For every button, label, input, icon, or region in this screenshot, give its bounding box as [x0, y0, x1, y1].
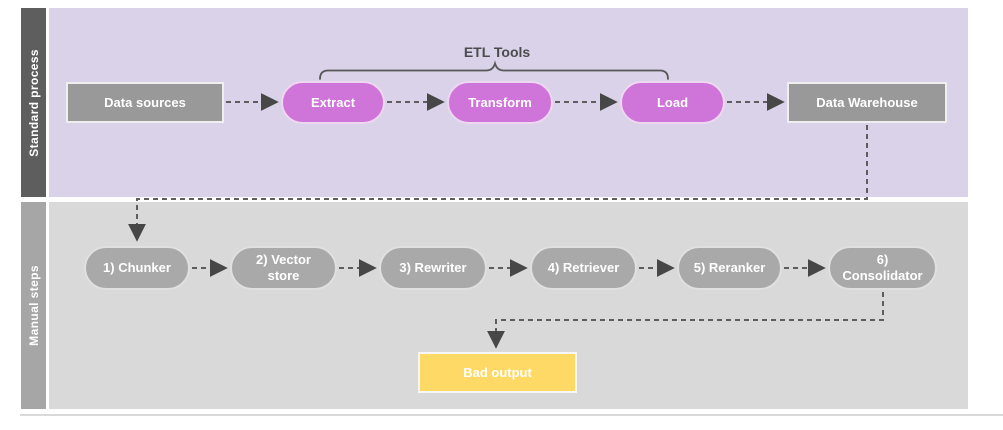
lane-label-standard-process: Standard process	[26, 48, 41, 157]
lane-header-manual-steps: Manual steps	[21, 202, 46, 409]
node-chunker-label: 1) Chunker	[103, 260, 171, 276]
node-reranker: 5) Reranker	[677, 246, 782, 290]
node-load: Load	[620, 81, 725, 124]
node-extract-label: Extract	[310, 94, 356, 110]
node-data-warehouse-label: Data Warehouse	[816, 94, 918, 110]
node-vector-store-label: 2) Vector store	[256, 252, 311, 283]
etl-tools-caption: ETL Tools	[463, 44, 531, 60]
node-retriever: 4) Retriever	[530, 246, 637, 290]
bottom-divider	[20, 414, 1003, 416]
node-transform-label: Transform	[468, 94, 532, 110]
node-extract: Extract	[281, 81, 385, 124]
node-data-warehouse: Data Warehouse	[787, 82, 947, 123]
node-consolidator: 6) Consolidator	[828, 246, 937, 290]
node-data-sources: Data sources	[66, 82, 224, 123]
node-rewriter-label: 3) Rewriter	[399, 260, 467, 276]
node-reranker-label: 5) Reranker	[693, 260, 766, 276]
lane-label-manual-steps: Manual steps	[26, 265, 41, 346]
node-rewriter: 3) Rewriter	[379, 246, 487, 290]
node-transform: Transform	[447, 81, 553, 124]
node-chunker: 1) Chunker	[84, 246, 190, 290]
node-bad-output-label: Bad output	[463, 364, 532, 380]
node-vector-store: 2) Vector store	[230, 246, 337, 290]
node-data-sources-label: Data sources	[104, 94, 186, 110]
lane-header-standard-process: Standard process	[21, 8, 46, 197]
node-retriever-label: 4) Retriever	[547, 260, 620, 276]
node-consolidator-label: 6) Consolidator	[842, 252, 923, 283]
node-bad-output: Bad output	[418, 352, 577, 393]
node-load-label: Load	[656, 94, 689, 110]
